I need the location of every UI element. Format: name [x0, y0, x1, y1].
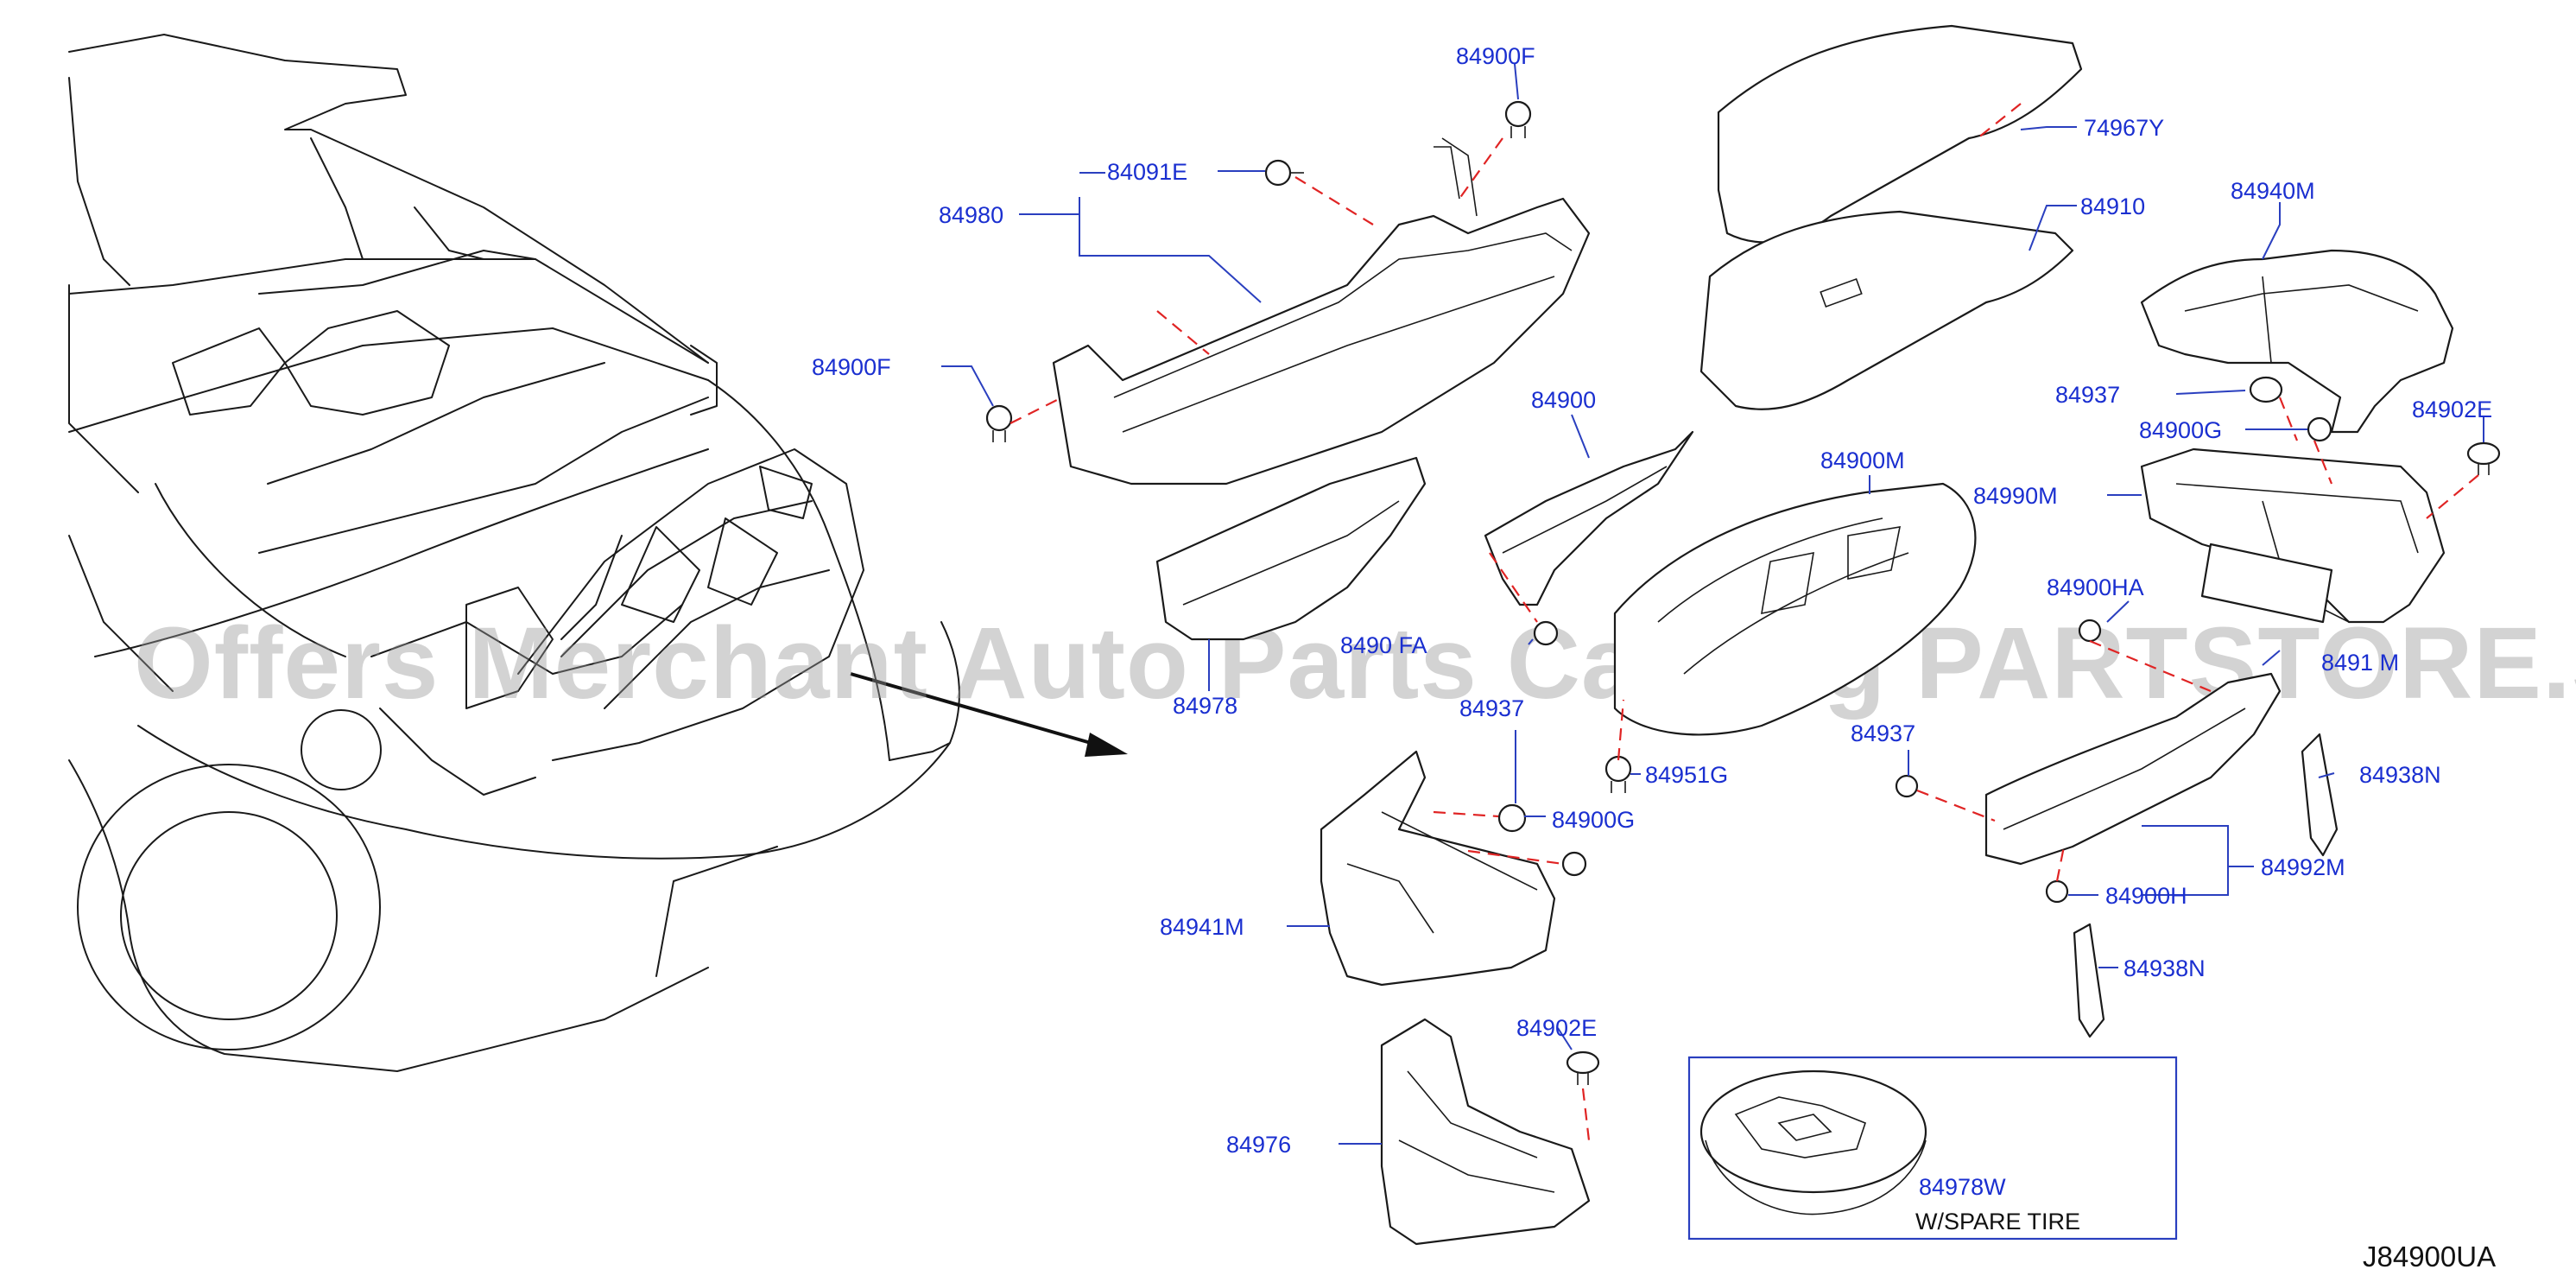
label-84900M: 84900M [1820, 447, 1905, 473]
label-84900HA: 84900HA [2047, 574, 2144, 600]
label-84976: 84976 [1226, 1132, 1291, 1158]
label-84900G-a: 84900G [2139, 417, 2222, 443]
inset-spare-tire: 84978W W/SPARE TIRE [1687, 1056, 2178, 1241]
label-84900: 84900 [1531, 387, 1596, 413]
fastener-84900FA [1533, 620, 1559, 646]
label-84938N-a: 84938N [2359, 762, 2441, 788]
fastener-84900H [2045, 879, 2069, 904]
label-84937-c: 84937 [1851, 720, 1915, 746]
label-84910: 84910 [2080, 194, 2145, 219]
fastener-84900G-a [2307, 416, 2332, 442]
label-84937-b: 84937 [1459, 695, 1524, 721]
board-84910-shape [1699, 210, 2074, 410]
label-84902E-b: 84902E [1516, 1015, 1597, 1041]
label-84900F-top: 84900F [1456, 43, 1535, 69]
mat-74967Y-shape [1717, 24, 2083, 244]
fastener-84900F-top [1504, 100, 1532, 138]
panel-84900-shape [1484, 430, 1694, 606]
box-84990M-shape [2140, 447, 2446, 624]
fastener-84900F-left [985, 404, 1013, 442]
fastener-84902E-a [2466, 441, 2501, 475]
label-84990M: 84990M [1973, 483, 2058, 509]
trim-84940M-shape [2140, 249, 2454, 434]
tray-84976-shape [1380, 1018, 1591, 1246]
fastener-84937-a [2249, 376, 2283, 403]
fastener-84091E [1264, 159, 1304, 187]
label-84091E: 84091E [1107, 159, 1187, 185]
label-84913M: 8491 M [2321, 650, 2399, 676]
label-84980: 84980 [939, 202, 1003, 228]
car-rear-view [68, 34, 960, 1072]
fastener-84951G [1604, 755, 1632, 793]
label-84900F-left: 84900F [812, 354, 891, 380]
panel-84980-shape [1052, 137, 1591, 486]
leader-lines [941, 63, 2484, 1189]
fastener-84937-c [1895, 774, 1919, 798]
diagram-code: J84900UA [2363, 1241, 2496, 1272]
label-84951G: 84951G [1645, 762, 1728, 788]
label-84992M: 84992M [2261, 854, 2345, 880]
label-84978: 84978 [1173, 693, 1237, 719]
fastener-84937-b [1497, 803, 1527, 833]
fastener-84900HA [2078, 619, 2102, 643]
label-84900G-b: 84900G [1552, 807, 1635, 833]
trim-84992M-shape [1984, 672, 2282, 866]
strip-84938N-b-shape [2073, 923, 2105, 1038]
label-84940M: 84940M [2231, 178, 2315, 204]
cover-84900M-shape [1613, 482, 1977, 736]
trim-84941M-shape [1320, 750, 1556, 987]
block-84978-shape [1155, 456, 1427, 641]
label-84937-a: 84937 [2055, 382, 2120, 408]
assembly-lines [1010, 103, 2479, 1141]
fastener-84902E-b [1566, 1050, 1600, 1085]
watermark: Offers Merchant Auto Parts Catalog PARTS… [134, 606, 2576, 720]
label-84978W: 84978W [1919, 1174, 2006, 1200]
label-84900H: 84900H [2105, 883, 2187, 909]
fastener-84900G-b [1561, 851, 1587, 877]
label-84900FA: 8490 FA [1340, 632, 1427, 658]
inset-caption: W/SPARE TIRE [1915, 1209, 2080, 1234]
label-84938N-b: 84938N [2123, 955, 2206, 981]
label-84941M: 84941M [1160, 914, 1244, 940]
strip-84938N-a-shape [2301, 733, 2339, 857]
pointer-arrow [850, 672, 1128, 757]
label-84902E-a: 84902E [2412, 397, 2492, 422]
label-74967Y: 74967Y [2084, 115, 2164, 141]
